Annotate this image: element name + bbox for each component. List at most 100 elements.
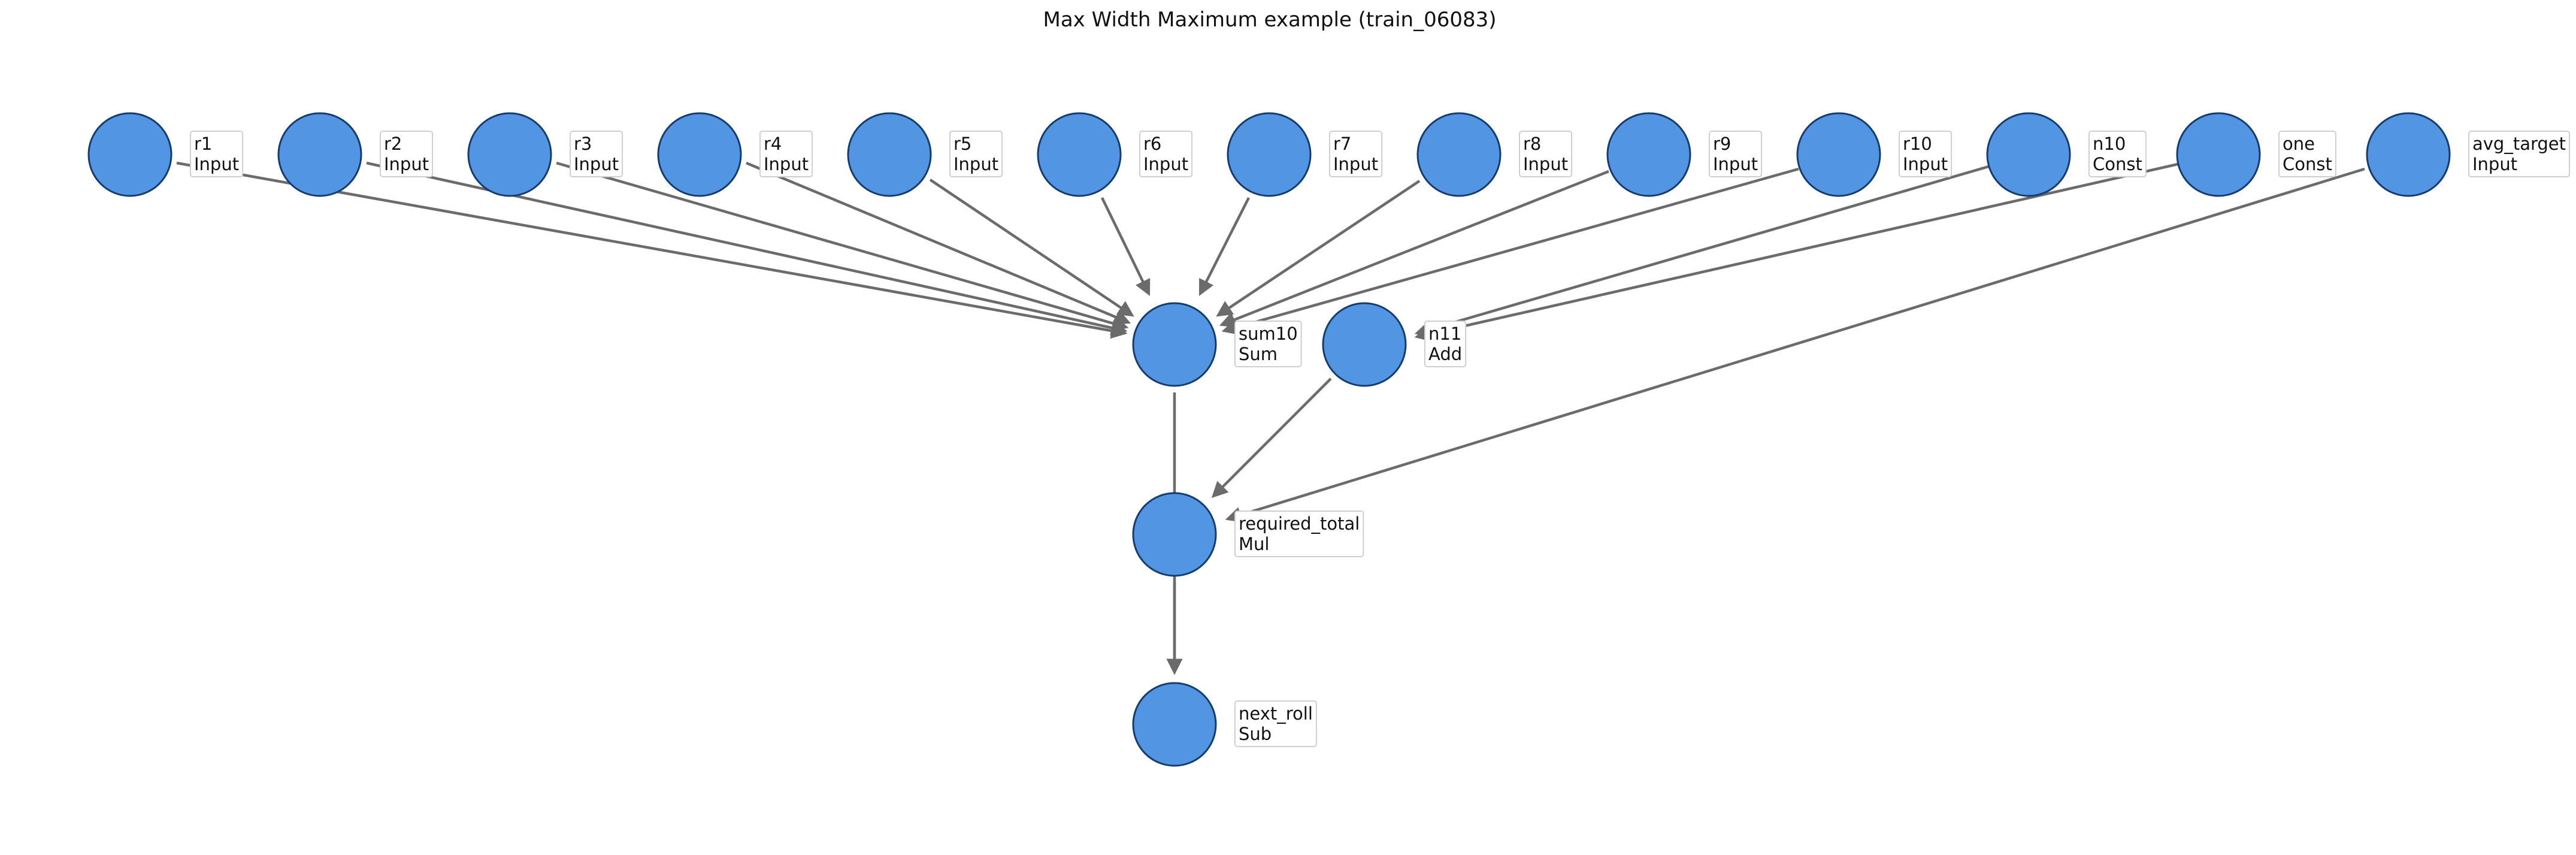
node-name-n11: n11 — [1428, 324, 1461, 344]
node-name-r4: r4 — [764, 134, 782, 154]
node-op-n11: Add — [1428, 344, 1462, 364]
node-label-box-r10 — [1899, 131, 1953, 177]
node-op-r3: Input — [574, 154, 619, 174]
node-circle-r1[interactable] — [87, 112, 172, 197]
node-op-avg_target: Input — [2472, 154, 2517, 174]
node-name-n10: n10 — [2093, 134, 2126, 154]
node-label-box-required_total — [1234, 510, 1364, 557]
node-op-r4: Input — [764, 154, 809, 174]
node-op-r1: Input — [194, 154, 239, 174]
node-op-r2: Input — [384, 154, 429, 174]
node-circle-r6[interactable] — [1037, 112, 1122, 197]
node-circle-r10[interactable] — [1796, 112, 1881, 197]
edge-r6-to-sum10 — [1100, 197, 1151, 297]
node-name-r1: r1 — [194, 134, 212, 154]
node-label-box-r8 — [1519, 131, 1573, 177]
node-label-box-r6 — [1139, 131, 1193, 177]
edge-r3-to-sum10 — [556, 161, 1129, 331]
node-label-box-n11 — [1424, 321, 1467, 367]
node-label-box-n10 — [2088, 131, 2147, 177]
edge-r8-to-sum10 — [1216, 180, 1421, 317]
node-op-sum10: Sum — [1239, 344, 1278, 364]
node-name-avg_target: avg_target — [2472, 134, 2566, 154]
node-label-box-avg_target — [2468, 131, 2571, 177]
node-circle-one[interactable] — [2176, 112, 2261, 197]
node-op-next_roll: Sub — [1239, 724, 1272, 744]
node-circle-n10[interactable] — [1986, 112, 2071, 197]
node-circle-r8[interactable] — [1416, 112, 1502, 197]
node-circle-avg_target[interactable] — [2366, 112, 2451, 197]
node-label-box-r7 — [1329, 131, 1383, 177]
node-name-r2: r2 — [384, 134, 402, 154]
edge-r5-to-sum10 — [929, 179, 1134, 317]
node-name-sum10: sum10 — [1239, 324, 1298, 344]
edge-r7-to-sum10 — [1198, 197, 1251, 297]
node-op-r9: Input — [1713, 154, 1758, 174]
node-op-required_total: Mul — [1239, 534, 1269, 554]
node-op-r7: Input — [1333, 154, 1378, 174]
node-circle-r3[interactable] — [467, 112, 552, 197]
node-op-one: Const — [2283, 154, 2332, 174]
node-name-r9: r9 — [1713, 134, 1731, 154]
edge-r2-to-sum10 — [366, 161, 1128, 336]
node-circle-sum10[interactable] — [1132, 302, 1217, 387]
node-op-r8: Input — [1523, 154, 1568, 174]
node-label-box-r1 — [190, 131, 244, 177]
node-label-box-r3 — [570, 131, 623, 177]
node-label-box-r2 — [380, 131, 434, 177]
nodes-layer: r1Inputr2Inputr3Inputr4Inputr5Inputr6Inp… — [87, 112, 2571, 767]
node-circle-r7[interactable] — [1227, 112, 1312, 197]
edge-n10-to-n11 — [1414, 165, 1989, 337]
node-name-next_roll: next_roll — [1239, 703, 1313, 724]
edge-n11-to-required_total — [1211, 377, 1332, 499]
node-name-one: one — [2283, 134, 2315, 154]
node-op-n10: Const — [2093, 154, 2142, 174]
node-circle-next_roll[interactable] — [1132, 682, 1217, 767]
node-name-r10: r10 — [1903, 134, 1932, 154]
node-circle-r5[interactable] — [847, 112, 932, 197]
node-label-box-next_roll — [1234, 700, 1317, 747]
node-label-box-r4 — [759, 131, 813, 177]
edge-r4-to-sum10 — [746, 161, 1131, 325]
node-label-box-r9 — [1709, 131, 1763, 177]
node-label-box-sum10 — [1234, 321, 1302, 367]
edge-one-to-n11 — [1414, 162, 2178, 342]
node-op-r5: Input — [953, 154, 998, 174]
node-label-box-r5 — [949, 131, 1003, 177]
node-name-r8: r8 — [1523, 134, 1541, 154]
edges-layer — [176, 161, 2365, 675]
node-circle-r4[interactable] — [657, 112, 742, 197]
node-name-required_total: required_total — [1239, 513, 1360, 534]
edge-avg_target-to-required_total — [1225, 167, 2365, 523]
node-name-r5: r5 — [953, 134, 971, 154]
node-circle-r2[interactable] — [277, 112, 362, 197]
node-circle-n11[interactable] — [1322, 302, 1407, 387]
edge-r9-to-sum10 — [1219, 170, 1609, 328]
node-op-r6: Input — [1143, 154, 1188, 174]
node-circle-required_total[interactable] — [1132, 492, 1217, 577]
node-label-box-one — [2278, 131, 2336, 177]
edge-r10-to-sum10 — [1221, 167, 1799, 335]
node-circle-r9[interactable] — [1606, 112, 1691, 197]
node-op-r10: Input — [1903, 154, 1948, 174]
diagram-title: Max Width Maximum example (train_06083) — [1043, 8, 1497, 32]
node-name-r3: r3 — [574, 134, 592, 154]
